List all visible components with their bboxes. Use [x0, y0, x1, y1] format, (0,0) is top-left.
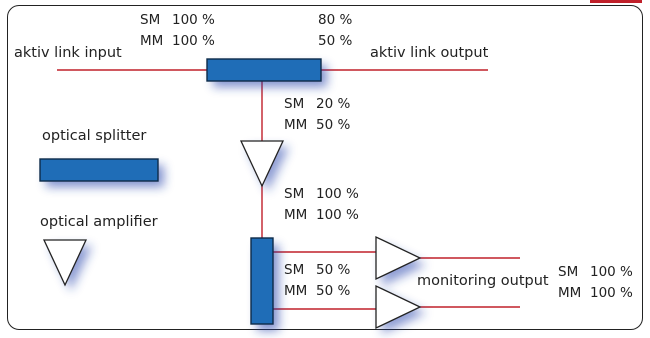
- amp-out-ratio-labels: SM 100 % MM 100 %: [284, 184, 359, 226]
- branch-ratio-mm-value: 50 %: [316, 283, 351, 299]
- output-ratio-labels: 80 % 50 %: [318, 10, 352, 52]
- branch-ratio-sm: SM 50 %: [284, 260, 350, 281]
- monitor-ratio-sm-value: 100 %: [590, 264, 633, 280]
- monitor-amplifier-lower: [375, 284, 426, 334]
- tap-ratio-mm-label: MM: [284, 117, 308, 133]
- tap-ratio-mm-value: 50 %: [316, 117, 351, 133]
- branch-ratio-sm-label: SM: [284, 262, 305, 278]
- legend-amplifier-label: optical amplifier: [40, 214, 158, 230]
- amp-out-ratio-sm: SM 100 %: [284, 184, 359, 205]
- output-ratio-mm-value: 50 %: [318, 33, 353, 49]
- tap-ratio-sm-value: 20 %: [316, 96, 351, 112]
- legend-splitter-label: optical splitter: [42, 128, 147, 144]
- branch-splitter: [250, 237, 279, 331]
- input-ratio-sm-label: SM: [140, 12, 161, 28]
- monitor-ratio-mm-label: MM: [558, 285, 582, 301]
- monitor-ratio-mm: MM 100 %: [558, 283, 633, 304]
- monitor-ratio-labels: SM 100 % MM 100 %: [558, 262, 633, 304]
- aktiv-link-input-label: aktiv link input: [14, 45, 122, 61]
- input-ratio-sm-value: 100 %: [172, 12, 215, 28]
- tap-ratio-mm: MM 50 %: [284, 115, 350, 136]
- amp-out-ratio-sm-value: 100 %: [316, 186, 359, 202]
- monitoring-output-label: monitoring output: [417, 273, 549, 289]
- main-splitter: [206, 58, 327, 87]
- amp-out-ratio-mm-label: MM: [284, 207, 308, 223]
- input-ratio-mm-label: MM: [140, 33, 164, 49]
- monitor-ratio-sm: SM 100 %: [558, 262, 633, 283]
- amp-out-ratio-mm-value: 100 %: [316, 207, 359, 223]
- aktiv-link-output-label: aktiv link output: [370, 45, 489, 61]
- branch-ratio-mm-label: MM: [284, 283, 308, 299]
- amp-out-ratio-mm: MM 100 %: [284, 205, 359, 226]
- input-ratio-mm-value: 100 %: [172, 33, 215, 49]
- input-ratio-sm: SM 100 %: [140, 10, 215, 31]
- output-ratio-sm-value: 80 %: [318, 12, 353, 28]
- branch-ratio-labels: SM 50 % MM 50 %: [284, 260, 350, 302]
- legend-splitter-symbol: [39, 158, 164, 187]
- input-ratio-labels: SM 100 % MM 100 %: [140, 10, 215, 52]
- fiber-lines: [57, 69, 520, 310]
- branch-ratio-sm-value: 50 %: [316, 262, 351, 278]
- monitor-ratio-sm-label: SM: [558, 264, 579, 280]
- tap-ratio-sm-label: SM: [284, 96, 305, 112]
- tap-ratio-labels: SM 20 % MM 50 %: [284, 94, 350, 136]
- branch-ratio-mm: MM 50 %: [284, 281, 350, 302]
- tap-amplifier: [239, 140, 289, 192]
- tap-ratio-sm: SM 20 %: [284, 94, 350, 115]
- monitor-ratio-mm-value: 100 %: [590, 285, 633, 301]
- amp-out-ratio-sm-label: SM: [284, 186, 305, 202]
- input-ratio-mm: MM 100 %: [140, 31, 215, 52]
- corner-accent: [590, 0, 642, 3]
- monitor-amplifier-upper: [375, 235, 426, 286]
- legend-amplifier-symbol: [42, 239, 92, 291]
